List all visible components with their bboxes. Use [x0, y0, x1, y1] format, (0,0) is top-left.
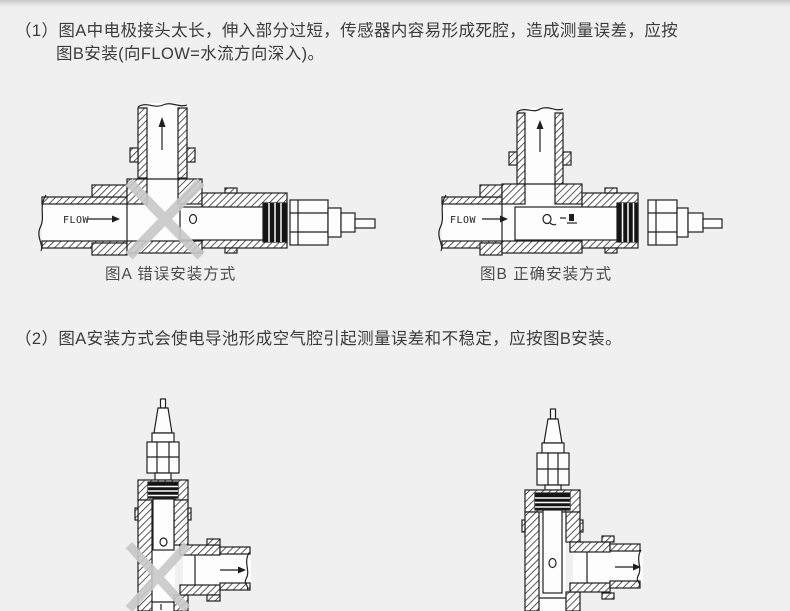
vertical-flow-channel — [147, 103, 178, 204]
inlet-pipe — [38, 184, 128, 256]
electrode-probe — [152, 498, 175, 551]
cable-connector — [549, 408, 557, 420]
page-top-shadow — [0, 0, 790, 7]
up-arrow-icon — [158, 117, 166, 150]
gland-cap — [524, 489, 581, 513]
flow-label: FLOW — [450, 215, 477, 226]
cable-connector — [702, 218, 723, 229]
outlet-pipe — [569, 535, 643, 600]
inlet-pipe — [438, 184, 503, 256]
x-mark-icon — [125, 541, 191, 611]
instruction-item-2: （2）图A安装方式会使电导池形成空气腔引起测量误差和不稳定，应按图B安装。 — [15, 330, 622, 348]
flow-arrow-icon: FLOW — [63, 215, 120, 226]
x-mark-icon — [125, 178, 205, 260]
flow-arrow-icon — [615, 563, 641, 571]
instruction-item-1-continued: 图B安装(向FLOW=水流方向深入)。 — [56, 45, 325, 63]
instruction-item-1: （1）图A中电极接头太长，伸入部分过短，传感器内容易形成死腔，造成测量误差，应按 — [15, 22, 679, 40]
figure-b-diagram: FLOW — [438, 107, 723, 256]
flow-arrow-icon — [220, 566, 246, 574]
outlet-pipe — [179, 538, 251, 602]
figure-a-caption: 图A 错误安装方式 — [105, 266, 237, 283]
hex-nut — [289, 199, 329, 246]
cable-connector — [354, 218, 376, 229]
electrode-probe — [514, 199, 723, 246]
sensor-head — [146, 398, 180, 481]
cable-connector — [159, 398, 167, 409]
figure-d-diagram — [521, 408, 643, 611]
electrode-element — [569, 214, 574, 221]
elbow-body — [521, 511, 584, 611]
sensor-head — [536, 408, 570, 491]
electrode-probe — [179, 199, 376, 246]
electrode-probe — [542, 509, 563, 594]
up-arrow-icon — [536, 120, 544, 152]
flow-arrow-icon: FLOW — [450, 215, 508, 226]
hex-nut — [647, 199, 678, 246]
vertical-outlet-pipe — [129, 103, 196, 180]
gland-cap — [137, 479, 189, 501]
figure-b-caption: 图B 正确安装方式 — [480, 266, 613, 283]
flow-label: FLOW — [63, 215, 90, 226]
figure-c-diagram — [125, 398, 251, 611]
figure-a-diagram: FLOW — [38, 103, 376, 260]
